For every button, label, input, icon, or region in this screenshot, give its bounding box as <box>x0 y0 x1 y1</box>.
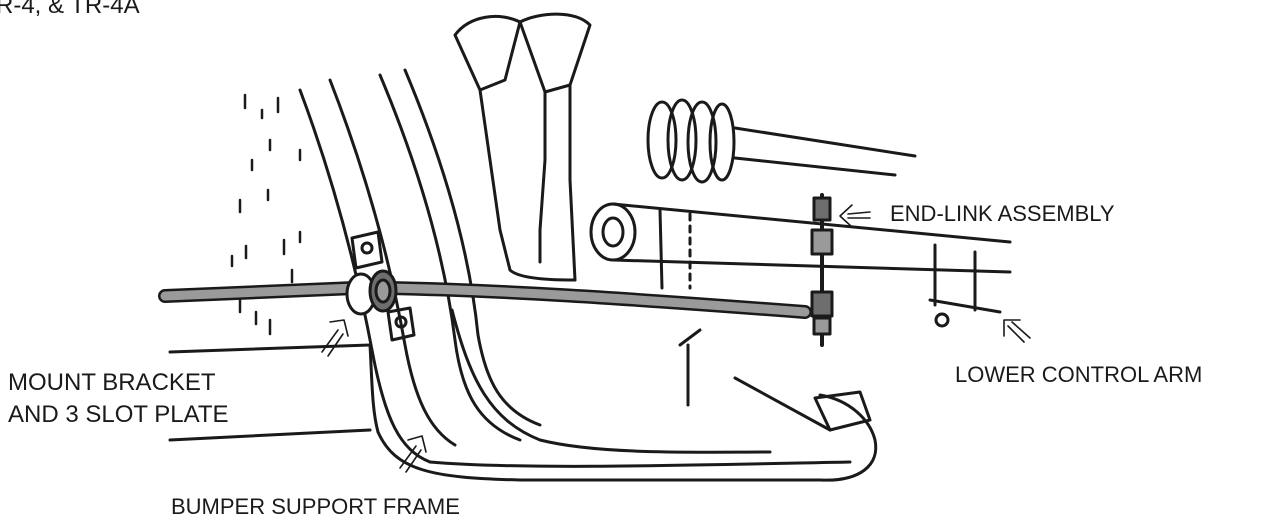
end-link-assembly <box>810 193 834 347</box>
label-slot-plate: AND 3 SLOT PLATE <box>8 401 229 428</box>
frame-rails <box>298 68 772 464</box>
callout-arrows <box>321 204 1031 473</box>
mount-bracket <box>345 230 416 342</box>
coil-spring <box>646 98 917 184</box>
sway-bar <box>158 281 812 319</box>
header-text: R-4, & TR-4A <box>0 0 140 19</box>
scan-speckle <box>230 93 302 336</box>
label-mount-bracket: MOUNT BRACKET <box>8 369 216 396</box>
label-lower-control-arm: LOWER CONTROL ARM <box>955 362 1203 387</box>
lower-control-arm <box>589 202 1012 328</box>
upright-tower <box>453 12 592 282</box>
label-bumper-support-frame: BUMPER SUPPORT FRAME <box>171 494 460 519</box>
bumper-support-frame <box>168 328 878 482</box>
label-end-link-assembly: END-LINK ASSEMBLY <box>890 201 1115 226</box>
